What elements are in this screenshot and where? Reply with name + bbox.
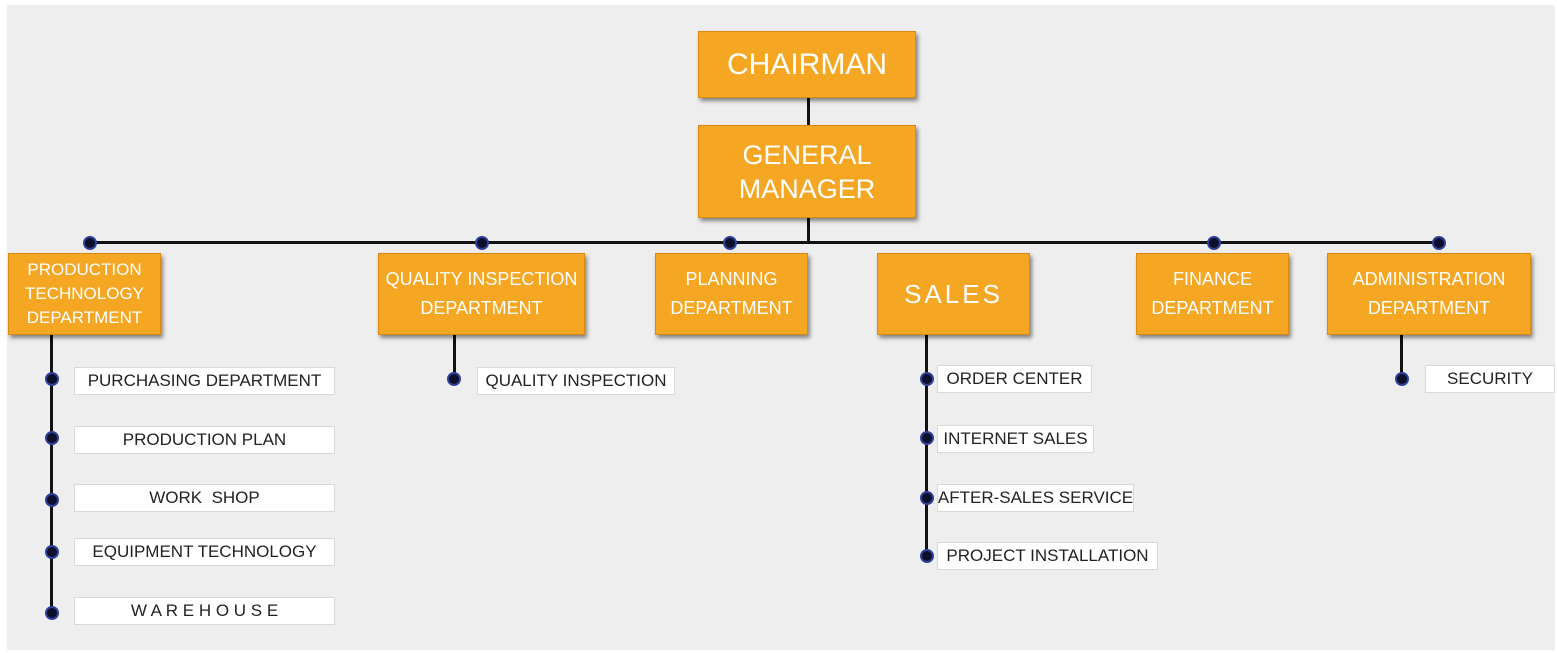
chairman-box[interactable]: CHAIRMAN bbox=[698, 31, 916, 98]
production-node bbox=[45, 606, 59, 620]
sub-unit-work-shop[interactable]: WORK SHOP bbox=[74, 484, 335, 512]
department-label: ADMINISTRATION DEPARTMENT bbox=[1352, 269, 1506, 318]
department-planning[interactable]: PLANNING DEPARTMENT bbox=[655, 253, 808, 335]
sales-node bbox=[920, 549, 934, 563]
sub-unit-internet-sales[interactable]: INTERNET SALES bbox=[937, 425, 1094, 453]
bus-node bbox=[1432, 236, 1446, 250]
department-label: PRODUCTION TECHNOLOGY DEPARTMENT bbox=[24, 260, 145, 327]
sales-node bbox=[920, 431, 934, 445]
department-label: FINANCE DEPARTMENT bbox=[1151, 269, 1274, 318]
sub-unit-after-sales-service[interactable]: AFTER-SALES SERVICE bbox=[937, 484, 1134, 512]
department-label: SALES bbox=[904, 278, 1003, 309]
production-node bbox=[45, 493, 59, 507]
production-node bbox=[45, 372, 59, 386]
chairman-label: CHAIRMAN bbox=[726, 47, 887, 81]
sub-unit-order-center[interactable]: ORDER CENTER bbox=[937, 365, 1092, 393]
department-administration[interactable]: ADMINISTRATION DEPARTMENT bbox=[1327, 253, 1531, 335]
connector-horizontal-bus bbox=[89, 241, 1440, 244]
connector-administration-vertical bbox=[1400, 335, 1403, 379]
sub-unit-purchasing[interactable]: PURCHASING DEPARTMENT bbox=[74, 367, 335, 395]
production-node bbox=[45, 545, 59, 559]
connector-gm-bus bbox=[807, 215, 810, 243]
administration-node bbox=[1395, 372, 1409, 386]
bus-node bbox=[475, 236, 489, 250]
sub-unit-project-installation[interactable]: PROJECT INSTALLATION bbox=[937, 542, 1158, 570]
sub-unit-warehouse[interactable]: W A R E H O U S E bbox=[74, 597, 335, 625]
connector-sales-vertical bbox=[925, 335, 928, 556]
bus-node bbox=[1207, 236, 1221, 250]
connector-chairman-gm bbox=[807, 97, 810, 131]
department-production-technology[interactable]: PRODUCTION TECHNOLOGY DEPARTMENT bbox=[8, 253, 161, 335]
sales-node bbox=[920, 491, 934, 505]
sub-unit-security[interactable]: SECURITY bbox=[1425, 365, 1555, 393]
connector-quality-vertical bbox=[453, 335, 456, 379]
department-label: PLANNING DEPARTMENT bbox=[670, 269, 793, 318]
sub-unit-equipment-technology[interactable]: EQUIPMENT TECHNOLOGY bbox=[74, 538, 335, 566]
quality-node bbox=[447, 372, 461, 386]
department-quality-inspection[interactable]: QUALITY INSPECTION DEPARTMENT bbox=[378, 253, 585, 335]
department-sales[interactable]: SALES bbox=[877, 253, 1030, 335]
department-finance[interactable]: FINANCE DEPARTMENT bbox=[1136, 253, 1289, 335]
sales-node bbox=[920, 372, 934, 386]
department-label: QUALITY INSPECTION DEPARTMENT bbox=[385, 269, 578, 318]
sub-unit-production-plan[interactable]: PRODUCTION PLAN bbox=[74, 426, 335, 454]
connector-production-vertical bbox=[50, 335, 53, 615]
production-node bbox=[45, 431, 59, 445]
general-manager-label: GENERAL MANAGER bbox=[738, 139, 876, 204]
bus-node bbox=[723, 236, 737, 250]
org-chart-canvas: CHAIRMAN GENERAL MANAGER PRODUCTION TECH… bbox=[7, 5, 1555, 650]
general-manager-box[interactable]: GENERAL MANAGER bbox=[698, 125, 916, 218]
bus-node bbox=[83, 236, 97, 250]
sub-unit-quality-inspection[interactable]: QUALITY INSPECTION bbox=[477, 367, 675, 395]
